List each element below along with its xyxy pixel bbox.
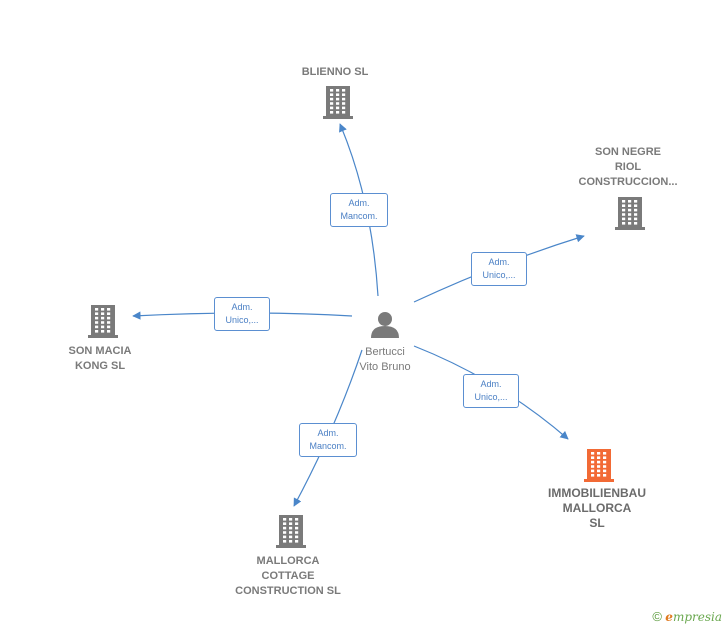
relation-detail: Unico,... <box>474 392 508 402</box>
company-name-line: SL <box>589 516 605 530</box>
brand-footer[interactable]: © empresia <box>652 609 722 624</box>
building-icon <box>276 515 306 548</box>
company-name-line: MALLORCA <box>562 501 632 515</box>
company-name-line: BLIENNO SL <box>301 66 369 78</box>
relation-detail: Mancom. <box>309 441 347 451</box>
copyright-icon: © <box>652 609 662 624</box>
company-name-line: IMMOBILIENBAU <box>548 486 646 500</box>
company-label-immobilienbau[interactable]: IMMOBILIENBAU MALLORCA SL <box>537 486 657 531</box>
center-person-label[interactable]: Bertucci Vito Bruno <box>335 345 435 375</box>
building-icon <box>323 86 353 119</box>
company-name-line: SON NEGRE <box>594 146 661 158</box>
company-label-mallorca-cottage[interactable]: MALLORCA COTTAGE CONSTRUCTION SL <box>225 554 351 599</box>
relation-badge-blienno[interactable]: Adm. Mancom. <box>330 193 388 227</box>
company-name-line: CONSTRUCTION SL <box>235 585 341 597</box>
building-icon <box>88 305 118 338</box>
relation-role: Adm. <box>480 379 502 389</box>
relation-role: Adm. <box>317 428 339 438</box>
relation-badge-mallorca-cottage[interactable]: Adm. Mancom. <box>299 423 357 457</box>
company-label-blienno[interactable]: BLIENNO SL <box>275 65 395 80</box>
brand-name: mpresia <box>672 610 722 624</box>
relation-badge-immobilienbau[interactable]: Adm. Unico,... <box>463 374 519 408</box>
building-icon <box>615 197 645 230</box>
company-name-line: COTTAGE <box>261 570 315 582</box>
person-icon <box>371 312 399 338</box>
relation-role: Adm. <box>231 302 253 312</box>
company-name-line: MALLORCA <box>256 555 320 567</box>
relation-role: Adm. <box>488 257 510 267</box>
relation-badge-son-macia[interactable]: Adm. Unico,... <box>214 297 270 331</box>
person-name-line1: Bertucci <box>365 346 405 358</box>
company-name-line: CONSTRUCCION... <box>578 176 678 188</box>
relation-detail: Unico,... <box>225 315 259 325</box>
company-name-line: SON MACIA <box>68 345 132 357</box>
building-icon <box>584 449 614 482</box>
relation-detail: Mancom. <box>340 211 378 221</box>
person-name-line2: Vito Bruno <box>359 361 411 373</box>
company-label-son-negre[interactable]: SON NEGRE RIOL CONSTRUCCION... <box>565 145 691 190</box>
brand-e: e <box>665 610 673 624</box>
relation-badge-son-negre[interactable]: Adm. Unico,... <box>471 252 527 286</box>
relation-detail: Unico,... <box>482 270 516 280</box>
company-name-line: RIOL <box>614 161 642 173</box>
company-name-line: KONG SL <box>74 360 126 372</box>
relation-role: Adm. <box>348 198 370 208</box>
company-label-son-macia[interactable]: SON MACIA KONG SL <box>50 344 150 374</box>
